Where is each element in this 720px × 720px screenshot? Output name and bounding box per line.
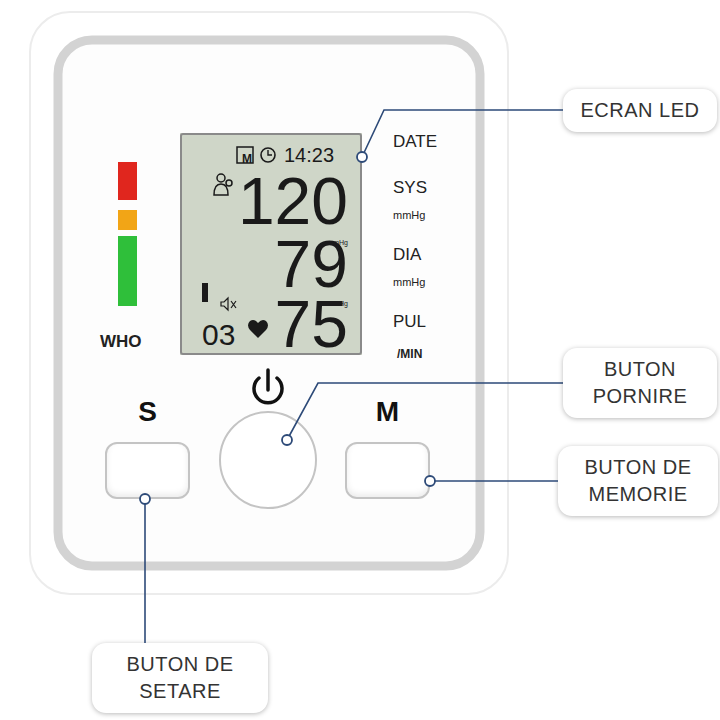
text-slot: DATE [393, 133, 437, 151]
heart-icon [248, 320, 268, 338]
leader-dot [140, 494, 150, 504]
text-slot: 120 [238, 168, 348, 234]
text-slot: 79 [275, 231, 348, 297]
leader-dot [357, 152, 367, 162]
field-name: DATE [393, 133, 437, 150]
text-slot: S [107, 396, 188, 428]
scale-label: WHO [100, 333, 142, 350]
callout-box: BUTON PORNIRE [563, 348, 717, 418]
text-slot: M [347, 396, 428, 428]
lcd-screen: M14:23120mmHg79mmHg7503 [180, 133, 362, 355]
clock-time: 14:23 [284, 145, 334, 165]
leader-line [430, 480, 558, 482]
callout-text: BUTON DE SETARE [102, 651, 258, 705]
callout-box: BUTON DE MEMORIE [558, 446, 718, 516]
text-slot: /MIN [397, 344, 422, 362]
field-name: DIA [393, 246, 421, 263]
unit-label: mmHg [393, 210, 425, 221]
clock-icon [261, 148, 275, 162]
memory-number: 03 [202, 320, 235, 350]
text-slot: WHO [100, 333, 142, 351]
leader-line [287, 383, 564, 440]
text-slot: 03 [202, 320, 235, 350]
push-button: S [105, 442, 190, 499]
callout-text: ECRAN LED [573, 97, 707, 124]
user-icon [214, 174, 232, 195]
text-slot: 14:23 [284, 145, 334, 166]
unit-label: /MIN [397, 348, 422, 360]
pulse-value: 75 [275, 291, 348, 357]
field-name: SYS [393, 179, 427, 196]
text-slot: DIA [393, 246, 421, 264]
leader-dot [425, 476, 435, 486]
field-name: PUL [393, 313, 426, 330]
who-orange [118, 210, 137, 230]
front-panel [58, 40, 480, 566]
diastolic-value: 79 [275, 231, 348, 297]
text-slot: SYS [393, 179, 427, 197]
who-green [118, 236, 137, 306]
power-button [220, 412, 316, 508]
battery-bar [202, 283, 208, 302]
callout-text: BUTON DE MEMORIE [568, 454, 708, 508]
who-red [118, 162, 137, 200]
button-letter: M [347, 396, 428, 428]
unit-label: mmHg [393, 277, 425, 288]
text-slot: mmHg [393, 272, 425, 290]
leader-line [144, 499, 146, 643]
push-button: M [345, 442, 430, 499]
callout-text: BUTON PORNIRE [573, 356, 707, 410]
callout-box: BUTON DE SETARE [92, 643, 268, 713]
power-symbol-bar [266, 370, 270, 390]
button-letter: S [107, 396, 188, 428]
systolic-value: 120 [238, 168, 348, 234]
clock-hands [268, 150, 272, 155]
leader-dot [282, 435, 292, 445]
housing [30, 12, 508, 594]
text-slot: 75 [275, 291, 348, 357]
speaker-icon [221, 298, 236, 310]
text-slot: mmHg [393, 205, 425, 223]
text-slot: M [239, 149, 255, 167]
memory-mark: M [239, 151, 255, 167]
leader-line [362, 110, 563, 157]
callout-box: ECRAN LED [563, 89, 717, 132]
text-slot: PUL [393, 313, 426, 331]
